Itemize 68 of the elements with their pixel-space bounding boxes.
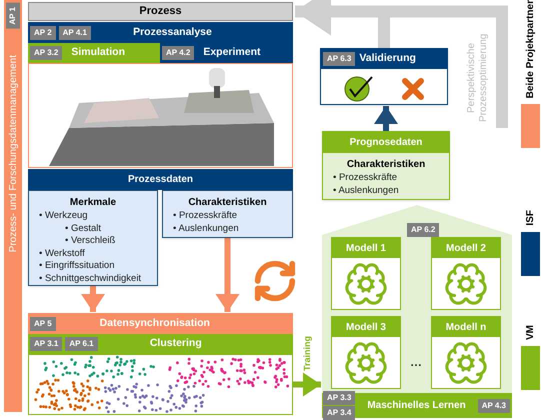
validation-panel	[320, 48, 448, 105]
header-text: Simulation	[71, 45, 125, 60]
legend-label: VM	[524, 325, 537, 340]
legend-label: Beide Projektpartner	[524, 0, 537, 98]
list-item: • Verschleiß	[65, 235, 116, 248]
work-package-tag: AP 6.3	[323, 52, 356, 66]
header-text: Experiment	[203, 45, 260, 60]
header-text: Datensynchronisation	[100, 316, 211, 331]
panel-subheading: Charakteristiken	[346, 158, 426, 172]
model-card	[431, 237, 501, 310]
list-item: • Werkzeug	[39, 210, 88, 222]
panel-heading: Charakteristiken	[187, 196, 268, 210]
model-title: Modell n	[446, 320, 486, 334]
panel-heading: Prognosedaten	[350, 136, 422, 150]
header-text: Prozessanalyse	[133, 24, 213, 40]
house-panel	[322, 205, 512, 418]
list-item: • Auslenkungen	[333, 184, 399, 197]
title-text: Prozess	[139, 4, 182, 20]
footer-title: Maschinelles Lernen	[367, 399, 466, 413]
model-title: Modell 1	[346, 242, 386, 256]
work-package-tag: AP 3.4	[323, 406, 356, 420]
photo-placeholder	[28, 63, 293, 168]
info-panel	[28, 190, 158, 286]
forecast-panel	[322, 131, 450, 200]
header-text: Clustering	[150, 336, 203, 352]
arrow	[293, 372, 321, 396]
list-item: • Schnittgeschwindigkeit	[39, 272, 142, 285]
work-package-tag: AP 4.1	[58, 26, 91, 40]
list-item: • Auslenkungen	[173, 222, 239, 235]
side-band	[4, 0, 22, 412]
panel-heading: Merkmale	[68, 196, 118, 210]
header-bar	[160, 43, 293, 63]
work-package-tag: AP 2	[30, 26, 56, 40]
info-panel	[162, 190, 293, 238]
model-title: Modell 3	[346, 320, 386, 334]
header-text: Prozessdaten	[128, 173, 194, 187]
list-item: • Gestalt	[65, 222, 102, 235]
model-card	[331, 237, 401, 310]
work-package-tag: AP 5	[30, 316, 56, 330]
model-card	[431, 316, 501, 389]
header-bar	[28, 334, 293, 354]
list-item: • Prozesskräfte	[173, 210, 238, 222]
arrow	[216, 238, 240, 312]
band-title: Prozess- und Forschungsdatenmanagement	[6, 54, 20, 252]
list-item: • Werkstoff	[39, 248, 85, 260]
header-bar	[28, 169, 293, 190]
ellipsis: …	[410, 354, 422, 371]
panel-heading: Validierung	[359, 51, 416, 66]
model-card	[331, 316, 401, 389]
edge-label: Training	[301, 336, 314, 372]
model-title: Modell 2	[446, 242, 486, 256]
work-package-tag: AP 1	[6, 3, 20, 29]
arrow	[374, 106, 398, 131]
title-bar	[28, 2, 293, 21]
header-bar	[28, 43, 160, 63]
work-package-tag: AP 3.1	[30, 337, 62, 351]
arrow	[81, 286, 105, 312]
work-package-tag: AP 6.1	[65, 337, 98, 351]
list-item: • Prozesskräfte	[333, 172, 398, 184]
work-package-tag: AP 4.3	[478, 398, 510, 412]
work-package-tag: AP 6.2	[407, 223, 440, 237]
work-package-tag: AP 3.2	[30, 46, 62, 60]
header-bar	[28, 22, 293, 43]
legend-label: ISF	[524, 210, 537, 226]
work-package-tag: AP 4.2	[162, 46, 194, 60]
work-package-tag: AP 3.3	[323, 391, 356, 405]
header-bar	[28, 313, 293, 334]
list-item: • Eingriffssituation	[39, 260, 114, 272]
